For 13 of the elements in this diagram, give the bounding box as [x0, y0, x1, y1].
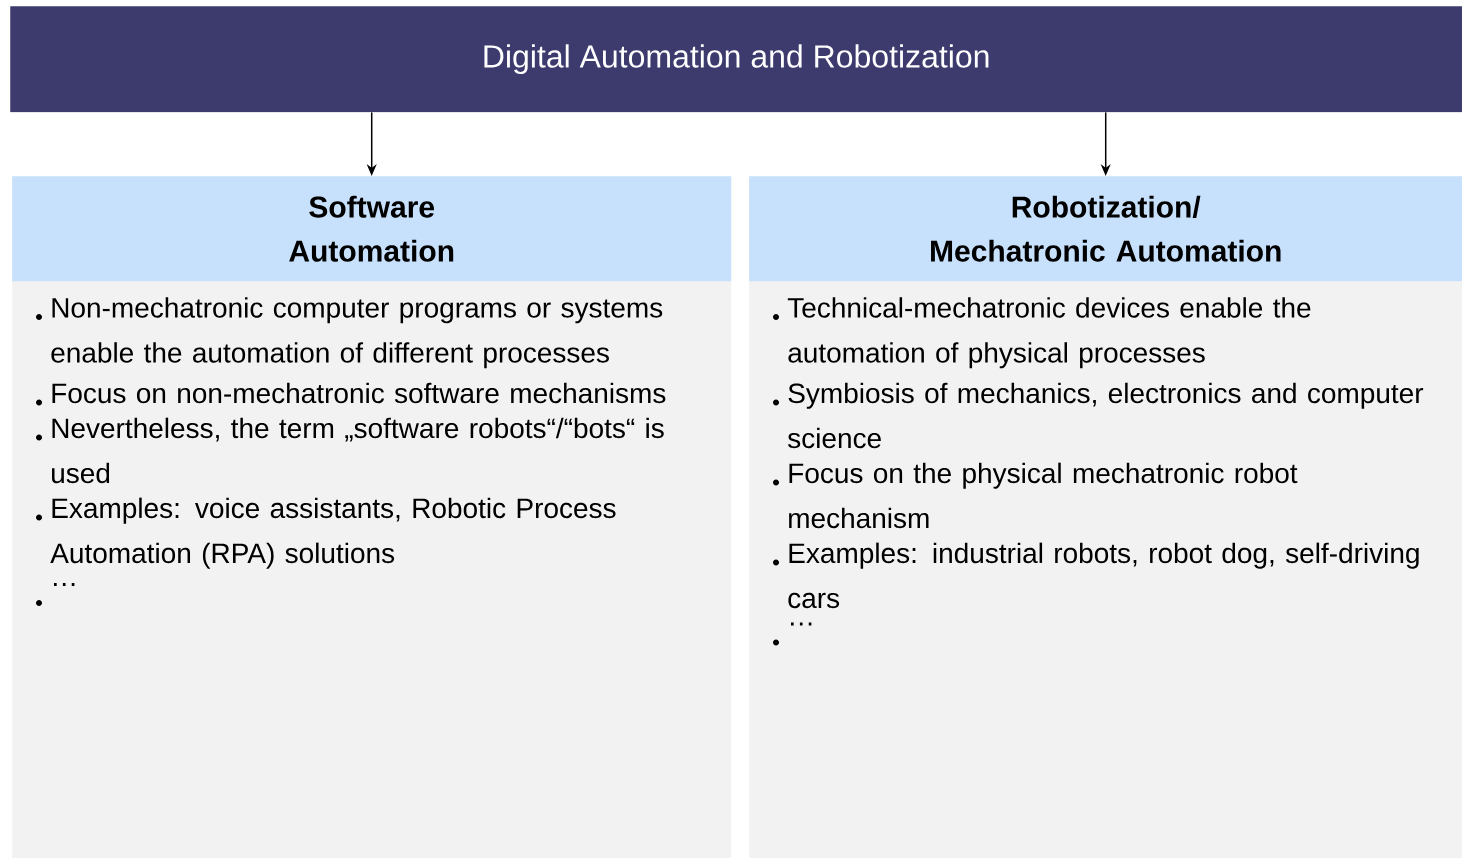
bullet-item: Symbiosis of mechanics, electronics and computer science	[773, 382, 1424, 449]
bullet-item: Nevertheless, the term „software robots“/“bots“ is used	[36, 417, 664, 484]
column-header: Software Automation	[12, 176, 732, 282]
bullet-item: …	[36, 583, 75, 606]
bullet-item: Non-mechatronic computer programs or systems enable the automation of different processes	[36, 297, 663, 369]
bullet-item: Examples: industrial robots, robot dog, self-driving cars	[773, 542, 1419, 609]
bullet-item: …	[773, 622, 812, 646]
bullet-item: Focus on non-mechatronic software mechanisms	[36, 382, 666, 406]
column-header: Robotization/ Mechatronic Automation	[749, 176, 1462, 282]
bullet-item: Focus on the physical mechatronic robot mechanism	[773, 462, 1298, 529]
title-banner: Digital Automation and Robotization	[10, 6, 1462, 113]
bullet-item: Technical-mechatronic devices enable the automation of physical processes	[773, 297, 1311, 369]
bullet-item: Examples: voice assistants, Robotic Process Automation (RPA) solutions	[36, 497, 616, 569]
